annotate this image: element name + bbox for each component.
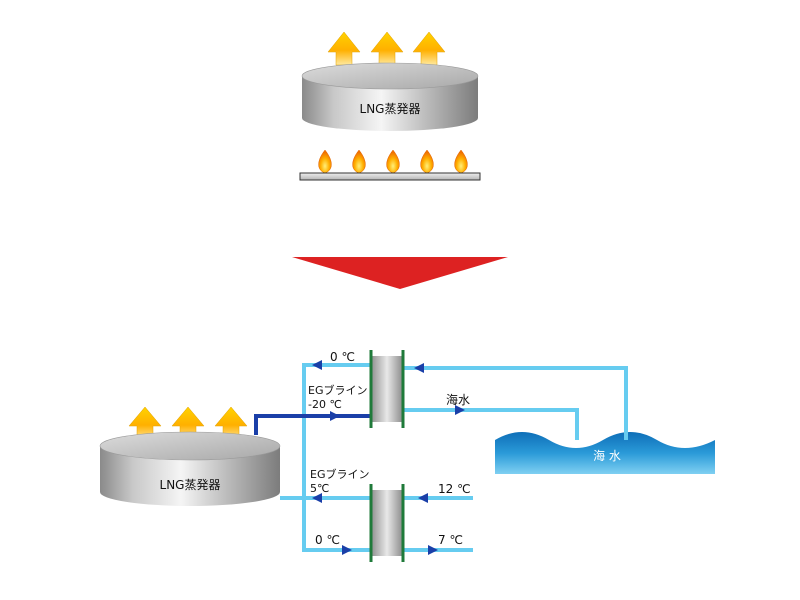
up-arrow-icon [327,31,446,66]
vaporizer-bottom-label: LNG蒸発器 [160,478,221,492]
eg-brine-upper-temp-label: -20 ℃ [308,398,342,411]
flame-icon [318,149,468,174]
heat-exchanger-lower [369,484,405,562]
vaporizer-bottom: LNG蒸発器 [99,431,281,506]
seawater-body-label: 海 水 [593,448,621,463]
up-arrow-icon [128,406,248,441]
down-triangle-icon [292,257,508,289]
eg-brine-lower-label: EGブライン [310,467,369,481]
bottom-diagram: 海 水 [99,350,715,562]
seawater-line-label: 海水 [446,392,470,407]
upper-return-temp-label: 0 ℃ [330,350,355,364]
vaporizer-top: LNG蒸発器 [301,62,479,131]
heat-exchanger-upper [369,350,405,428]
top-diagram: LNG蒸発器 [299,31,481,181]
eg-brine-upper-label: EGブライン [308,383,367,397]
lower-return-temp-label: 0 ℃ [315,533,340,547]
cold-in-temp-label: 12 ℃ [438,482,471,496]
eg-brine-lower-temp-label: 5℃ [310,482,329,495]
burner-plate [299,172,481,181]
seawater-body: 海 水 [495,432,715,474]
cold-out-temp-label: 7 ℃ [438,533,463,547]
flow-arrow-icon [312,360,465,555]
cold-brine-pipe [254,414,380,435]
vaporizer-top-label: LNG蒸発器 [360,102,421,116]
